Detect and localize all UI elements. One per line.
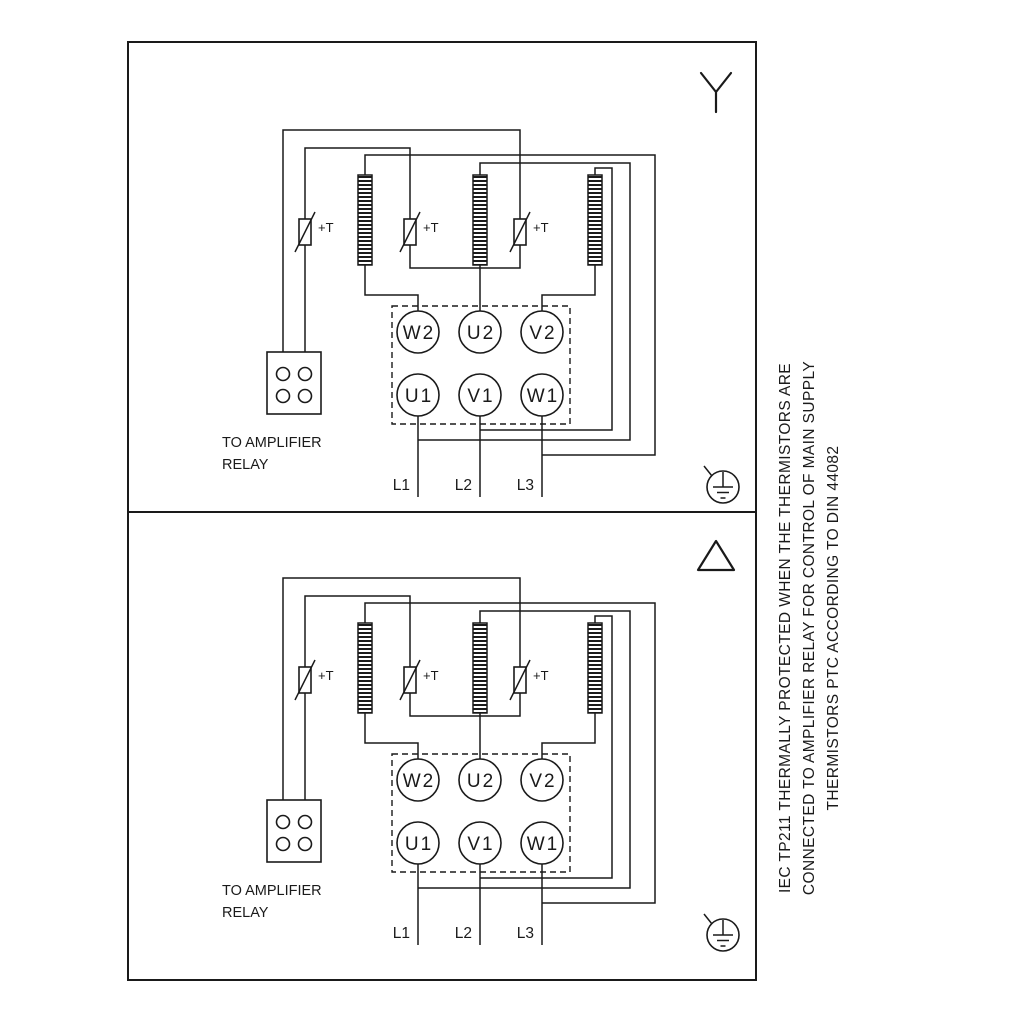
delta-connection-panel — [221, 577, 740, 952]
side-note-line-1: IEC TP211 THERMALLY PROTECTED WHEN THE T… — [777, 363, 794, 893]
star-connection-panel — [221, 129, 740, 504]
delta-connection-icon — [696, 539, 736, 572]
star-connection-icon — [699, 71, 733, 114]
side-note-line-2: CONNECTED TO AMPLIFIER RELAY FOR CONTROL… — [801, 361, 818, 895]
side-note: IEC TP211 THERMALLY PROTECTED WHEN THE T… — [777, 361, 842, 895]
side-note-line-3: THERMISTORS PTC ACCORDING TO DIN 44082 — [825, 446, 842, 811]
